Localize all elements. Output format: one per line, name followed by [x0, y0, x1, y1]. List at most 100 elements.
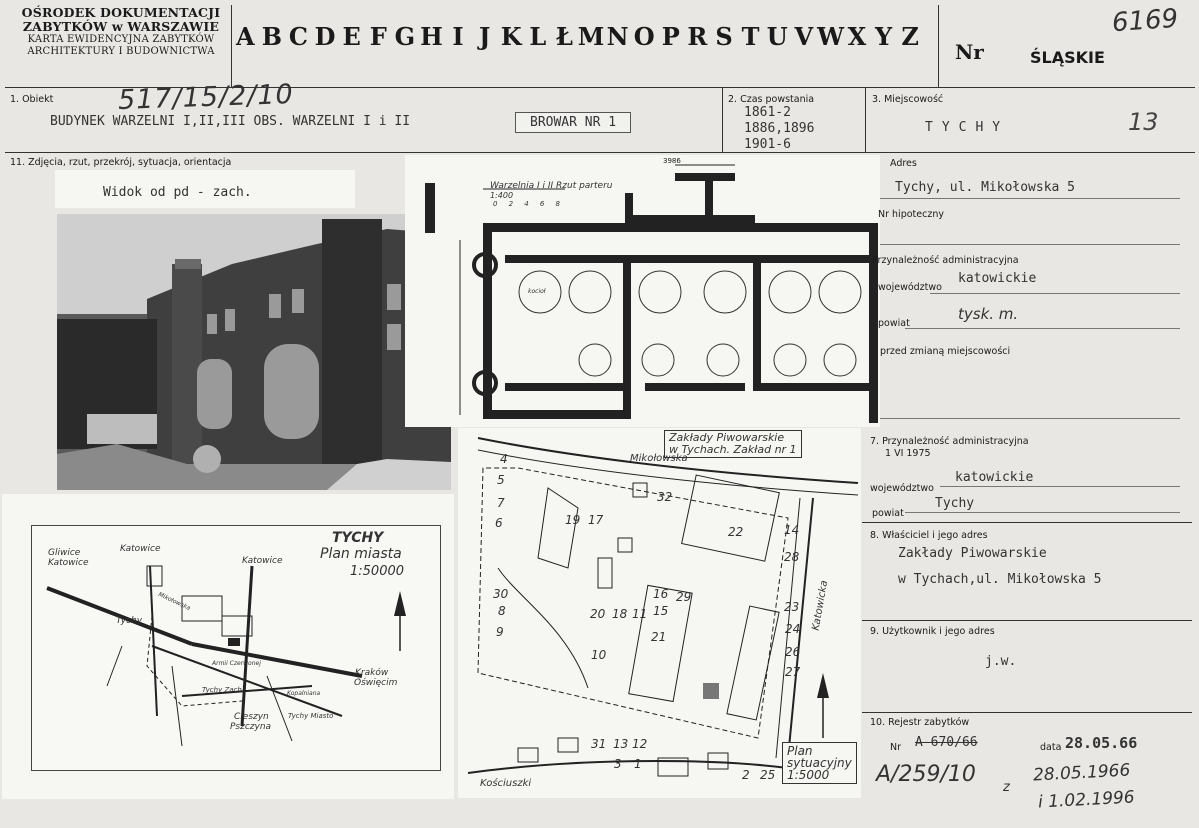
nr-label: Nr	[955, 40, 984, 64]
site-building-number: 6	[495, 516, 503, 530]
site-building-number: 26	[785, 645, 801, 659]
alphabet-letter: Z	[901, 22, 919, 51]
site-building-number: 27	[785, 665, 801, 679]
alphabet-letter: T	[741, 22, 760, 51]
alphabet-letter: O	[633, 22, 655, 51]
field7-voiv-label: województwo	[870, 483, 934, 494]
alphabet-letter: D	[314, 22, 336, 51]
voivodeship: katowickie	[958, 271, 1037, 286]
site-building-number: 32	[657, 490, 673, 504]
street-mikolowska: Mikołowska	[630, 453, 688, 464]
institution-header: OŚRODEK DOKUMENTACJI ZABYTKÓW w WARSZAWI…	[10, 6, 232, 58]
alphabet-letter: S	[715, 22, 733, 51]
site-plan	[458, 428, 861, 798]
site-building-number: 7	[497, 496, 505, 510]
site-building-number: 29	[676, 590, 692, 604]
plan-title: Warzelnia I i II Rzut parteru	[490, 181, 613, 191]
institution-line-3: KARTA EWIDENCYJNA ZABYTKÓW	[27, 34, 215, 45]
map-label-cieszyn: Cieszyn	[234, 712, 269, 722]
alphabet-letter: Ł	[555, 22, 573, 51]
voivodeship-label: województwo	[878, 282, 942, 293]
before-change-label: przed zmianą miejscowości	[880, 346, 1011, 357]
site-building-number: 5	[497, 473, 505, 487]
site-building-number: 21	[651, 630, 667, 644]
locality: TYCHY	[925, 120, 1010, 135]
field7-voivodeship: katowickie	[955, 470, 1034, 485]
site-building-number: 12	[632, 737, 648, 751]
brewery-stamp: BROWAR NR 1	[515, 112, 632, 133]
city-map-title: TYCHY	[332, 530, 384, 546]
construction-dates: 1861-2 1886,1896 1901-6	[744, 105, 814, 153]
object-name: BUDYNEK WARZELNI I,II,III OBS. WARZELNI …	[50, 114, 411, 129]
alphabet-letter: N	[606, 22, 629, 51]
alphabet-letter: C	[288, 22, 309, 51]
parcel-label: Nr hipoteczny	[878, 209, 944, 220]
site-building-number: 15	[653, 604, 669, 618]
map-label-krakow: Kraków	[355, 668, 389, 678]
site-building-number: 9	[496, 625, 504, 639]
plan-dimension: 3986	[663, 157, 681, 165]
institution-line-1: OŚRODEK DOKUMENTACJI	[21, 5, 221, 20]
register-date: 28.05.66	[1065, 734, 1138, 752]
alphabet-letter: G	[394, 22, 416, 51]
owner-line-1: Zakłady Piwowarskie	[898, 546, 1047, 561]
site-building-number: 19	[565, 513, 581, 527]
kettle-label: kocioł	[528, 288, 546, 295]
alphabet-letter: R	[687, 22, 708, 51]
alphabet-letter: K	[500, 22, 522, 51]
map-label-katowice-2: Katowice	[120, 544, 161, 554]
plan-scale: 1:400	[490, 191, 514, 200]
county-handwritten: tysk. m.	[958, 305, 1019, 323]
map-label-katowice-3: Katowice	[242, 556, 283, 566]
site-plan-caption: Plan sytuacyjny 1:5000	[782, 742, 857, 784]
date-3: 1901-6	[744, 137, 791, 152]
site-building-number: 3	[614, 757, 622, 771]
street-kosciuszki: Kościuszki	[480, 778, 532, 789]
alphabet-letter: U	[766, 22, 788, 51]
site-building-number: 1	[634, 757, 642, 771]
alphabet-letter: B	[261, 22, 283, 51]
site-building-number: 17	[588, 513, 604, 527]
register-z-handwritten: z	[1003, 780, 1010, 795]
field1-label: 1. Obiekt	[10, 94, 54, 105]
register-nr: A-670/66	[915, 735, 978, 750]
alphabet-letter: W	[817, 22, 845, 51]
region-label: ŚLĄSKIE	[1030, 48, 1105, 67]
site-building-number: 8	[498, 604, 506, 618]
site-building-number: 13	[613, 737, 629, 751]
user-value: j.w.	[985, 654, 1017, 669]
site-building-number: 16	[653, 587, 669, 601]
owner-line-2: w Tychach,ul. Mikołowska 5	[898, 572, 1102, 587]
alphabet-letter: A	[235, 22, 255, 51]
card-number: 6169	[1111, 3, 1180, 39]
field7-county-label: powiat	[872, 508, 904, 519]
institution-line-2: ZABYTKÓW w WARSZAWIE	[22, 19, 220, 34]
site-building-number: 31	[591, 737, 607, 751]
locality-number-handwritten: 13	[1128, 108, 1159, 136]
date-2: 1886,1896	[744, 121, 815, 136]
admin-label: Przynależność administracyjna	[872, 255, 1019, 266]
site-building-number: 14	[784, 523, 800, 537]
address-label: Adres	[890, 158, 917, 169]
site-plan-scale: 1:5000	[787, 768, 830, 782]
site-building-number: 22	[728, 525, 744, 539]
field10-label: 10. Rejestr zabytków	[870, 717, 970, 728]
map-label-katowice-1: Katowice	[48, 558, 89, 568]
register-nr-label: Nr	[890, 742, 902, 753]
site-building-number: 2	[742, 768, 750, 782]
map-label-tychy-zach: Tychy Zach.	[202, 686, 245, 694]
map-label-pszczyna: Pszczyna	[230, 722, 272, 732]
register-date-handwritten-2: i 1.02.1996	[1037, 787, 1136, 813]
map-label-oswiecim: Oświęcim	[354, 678, 398, 688]
map-label-gliwice: Gliwice	[48, 548, 81, 558]
site-plan-title-2: w Tychach. Zakład nr 1	[669, 443, 797, 456]
site-plan-title: Zakłady Piwowarskie w Tychach. Zakład nr…	[664, 430, 802, 458]
map-label-tychy: Tychy	[116, 616, 143, 626]
alphabet-letter: L	[529, 22, 547, 51]
alphabet-letter: H	[420, 22, 443, 51]
address: Tychy, ul. Mikołowska 5	[895, 180, 1076, 195]
alphabet-letter: V	[794, 22, 814, 51]
site-plan-caption-1: Plan	[787, 744, 813, 758]
